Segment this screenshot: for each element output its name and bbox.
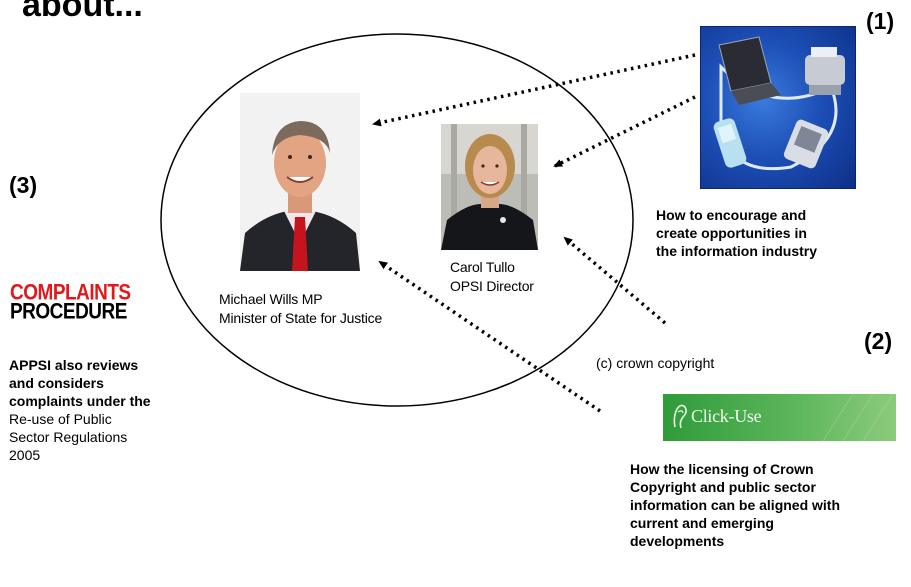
arrow-gadgets-to-michael [372,53,696,127]
information-industry-text: How to encourage and create opportunitie… [656,207,817,259]
carol-tullo-role: OPSI Director [450,278,534,294]
click-use-label: Click-Use [691,406,762,426]
carol-tullo-photo [441,124,538,250]
arrow-clickuse-to-michael [378,260,601,413]
michael-wills-caption: Michael Wills MP Minister of State for J… [219,290,382,328]
licensing-text: How the licensing of Crown Copyright and… [630,461,841,549]
laptop-icon [718,36,781,105]
click-use-logo: Click-Use [663,394,896,441]
page-heading: about... [22,0,143,24]
michael-wills-name: Michael Wills MP [219,291,323,307]
information-devices-image [700,26,856,189]
section-number-1: (1) [866,8,895,34]
people-ellipse [160,33,634,407]
crown-copyright-notice: (c) crown copyright [596,355,715,371]
complaints-logo-line1: COMPLAINTS [10,280,131,305]
click-use-icon [673,404,687,429]
michael-wills-photo [240,93,360,271]
arrow-copyright-to-carol [563,236,667,325]
complaints-procedure-logo: COMPLAINTS PROCEDURE [10,280,131,324]
carol-tullo-caption: Carol Tullo OPSI Director [450,258,534,296]
handheld-icon [783,119,829,169]
complaints-text: APPSI also reviews and considers complai… [9,357,151,463]
section-number-2: (2) [864,328,893,354]
arrow-gadgets-to-carol [553,95,696,168]
carol-tullo-name: Carol Tullo [450,259,515,275]
printer-icon [805,47,845,95]
michael-wills-role: Minister of State for Justice [219,310,383,326]
phone-icon [713,118,747,168]
section-number-3: (3) [9,172,38,198]
complaints-logo-line2: PROCEDURE [10,299,127,324]
